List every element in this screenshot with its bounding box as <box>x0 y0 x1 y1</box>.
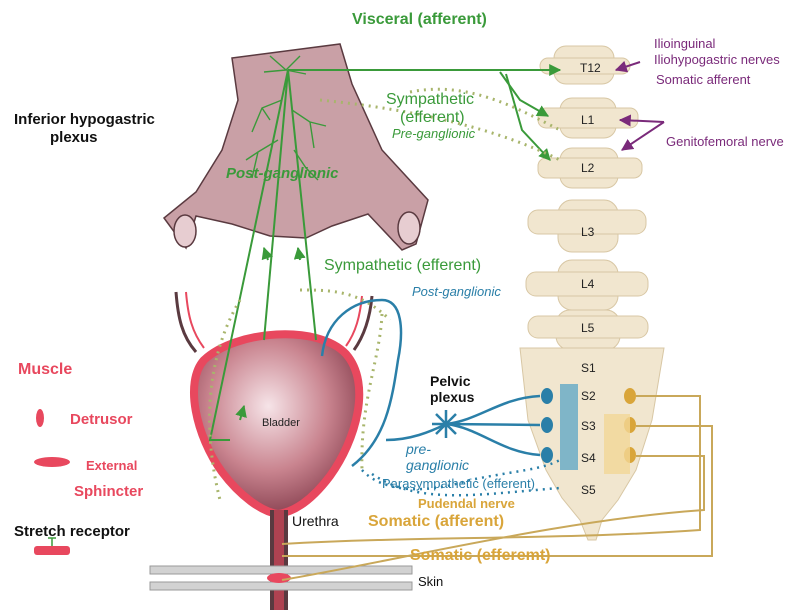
visceral-afferent-label: Visceral (afferent) <box>352 11 487 28</box>
urethra-label: Urethra <box>292 513 339 529</box>
iliohypogastric-label: Iliohypogastric nerves <box>654 52 780 67</box>
sympathetic-efferent-top-1: Sympathetic <box>386 91 474 108</box>
post-ganglionic-blue: Post-ganglionic <box>412 284 501 299</box>
bladder: Bladder <box>176 292 372 610</box>
genitofemoral-label: Genitofemoral nerve <box>666 134 784 149</box>
vertebra-s1: S1 <box>581 361 596 375</box>
detrusor-icon <box>36 409 44 427</box>
vertebra-s4: S4 <box>581 451 596 465</box>
pre-ganglionic-blue-2: ganglionic <box>406 457 469 473</box>
legend-muscle: Muscle <box>18 361 72 378</box>
legend-external: External <box>86 458 137 473</box>
vertebra-l2: L2 <box>581 161 595 175</box>
legend-stretch-receptor: Stretch receptor <box>14 523 130 540</box>
pelvic-plexus <box>432 410 460 438</box>
external-sphincter-icon <box>34 457 70 467</box>
legend: Muscle Detrusor External Sphincter Stret… <box>14 361 143 555</box>
post-ganglionic-green: Post-ganglionic <box>226 165 339 182</box>
vertebra-s5: S5 <box>581 483 596 497</box>
legend-detrusor: Detrusor <box>70 411 133 428</box>
vertebra-l1: L1 <box>581 113 595 127</box>
ilioinguinal-label: Ilioinguinal <box>654 36 716 51</box>
vertebra-l5: L5 <box>581 321 595 335</box>
inferior-hypogastric-label-2: plexus <box>50 129 98 146</box>
pre-ganglionic-blue-1: pre- <box>405 441 431 457</box>
vertebra-s2: S2 <box>581 389 596 403</box>
skin-label: Skin <box>418 574 443 589</box>
pelvic-plexus-label-2: plexus <box>430 389 475 405</box>
pelvic-plexus-label-1: Pelvic <box>430 373 471 389</box>
vertebra-s3: S3 <box>581 419 596 433</box>
vertebra-t12: T12 <box>580 61 601 75</box>
bladder-label: Bladder <box>262 417 300 429</box>
inferior-hypogastric-label-1: Inferior hypogastric <box>14 111 155 128</box>
sympathetic-efferent-mid: Sympathetic (efferent) <box>324 257 481 274</box>
somatic-afferent-purple-label: Somatic afferent <box>656 72 751 87</box>
legend-sphincter: Sphincter <box>74 483 143 500</box>
parasympathetic-efferent-label: Parasympathetic (efferent) <box>382 476 535 491</box>
pre-ganglionic-top: Pre-ganglionic <box>392 126 476 141</box>
pudendal-nerve-label: Pudendal nerve <box>418 496 515 511</box>
skin <box>150 566 412 590</box>
somatic-efferent-label: Somatic (efferemt) <box>410 547 550 564</box>
vertebra-l3: L3 <box>581 225 595 239</box>
stretch-receptor-icon <box>34 546 70 555</box>
sympathetic-efferent-top-2: (efferent) <box>400 109 465 126</box>
somatic-afferent-label: Somatic (afferent) <box>368 513 504 530</box>
vertebra-l4: L4 <box>581 277 595 291</box>
